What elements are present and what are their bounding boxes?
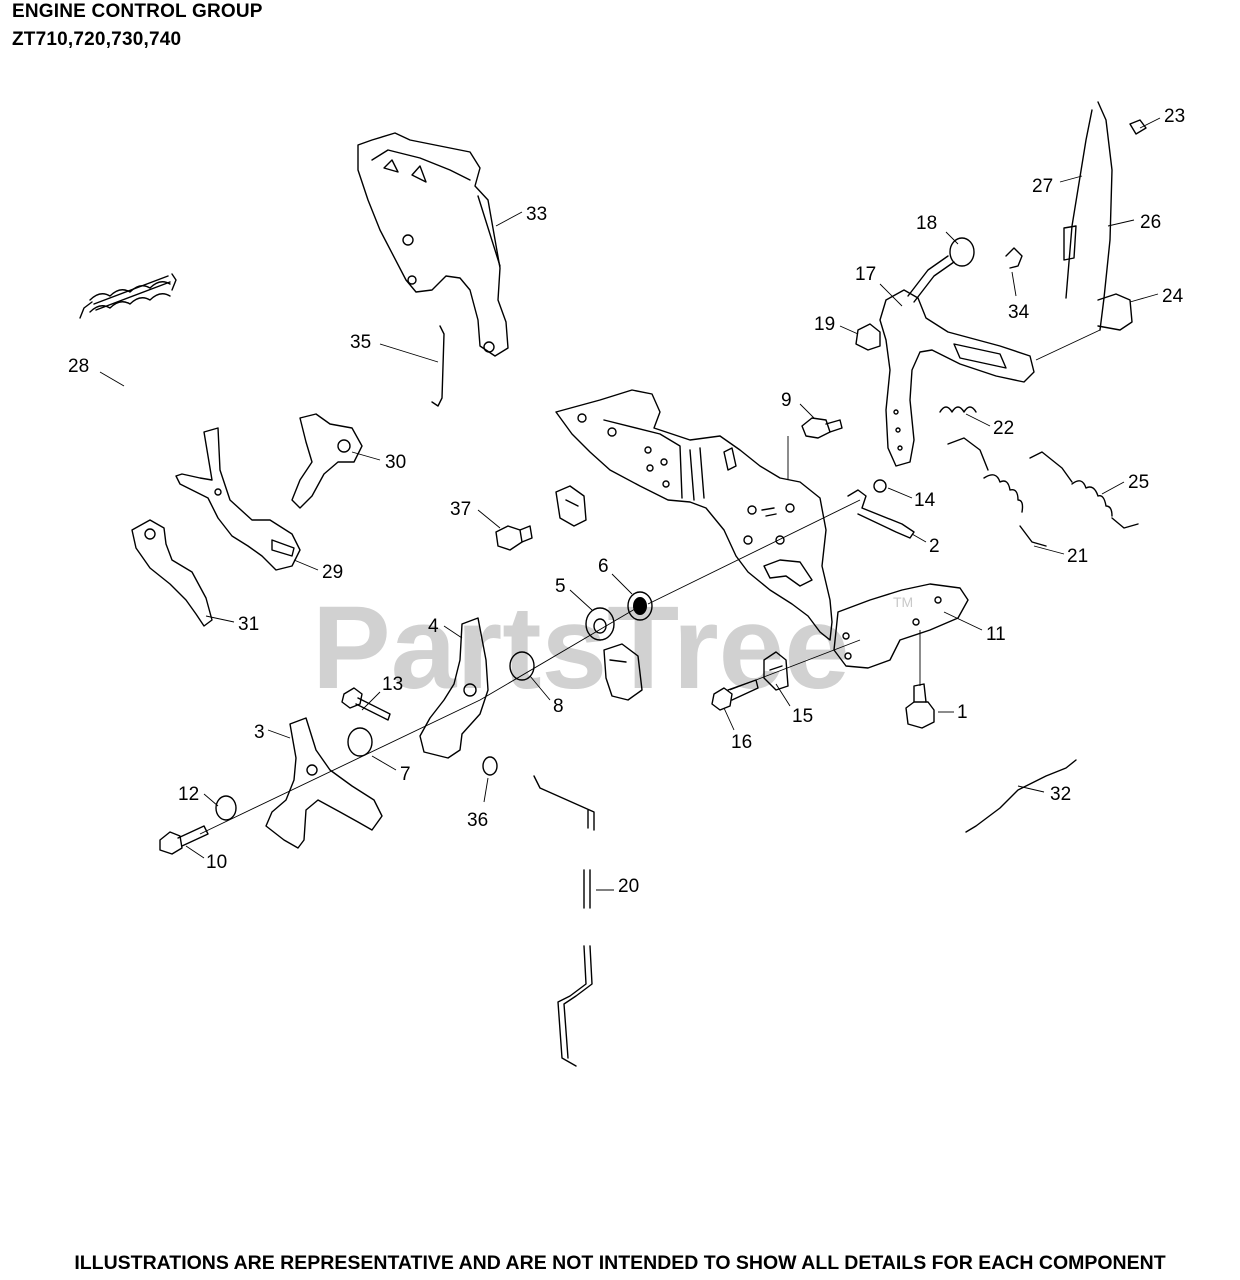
part-31-lever — [131, 519, 213, 627]
callout-35: 35 — [350, 332, 371, 353]
callout-labels: 1 2 3 4 5 6 7 8 9 10 11 12 13 14 15 16 1… — [68, 106, 1185, 897]
callout-12: 12 — [178, 784, 199, 805]
callout-30: 30 — [385, 452, 406, 473]
callout-36: 36 — [467, 810, 488, 831]
part-28-spring — [79, 273, 177, 319]
model-numbers: ZT710,720,730,740 — [12, 29, 182, 50]
part-1-bolt — [905, 683, 935, 729]
part-20-rod — [533, 775, 595, 1067]
rod-connection-line — [1035, 329, 1101, 361]
part-11-plate — [833, 583, 969, 669]
callout-26: 26 — [1140, 212, 1161, 233]
assembly-axis-lower — [729, 639, 861, 691]
part-10-bolt — [159, 825, 209, 855]
part-8-washer — [509, 651, 535, 681]
diagram-title: ENGINE CONTROL GROUP — [12, 1, 263, 22]
part-22-spring — [939, 406, 977, 413]
part-32-rod — [965, 759, 1077, 833]
main-control-plate — [555, 389, 833, 641]
callout-28: 28 — [68, 356, 89, 377]
callout-6: 6 — [598, 556, 609, 577]
callout-16: 16 — [731, 732, 752, 753]
part-15-clip — [763, 651, 789, 691]
callout-9: 9 — [781, 390, 792, 411]
part-30-cam — [291, 413, 363, 509]
part-23-screw — [1129, 119, 1147, 135]
part-25-spring — [1029, 451, 1139, 529]
part-37-nut — [495, 525, 533, 551]
watermark-text: PartsTree — [312, 582, 850, 714]
part-17-throttle-lever — [879, 289, 1035, 467]
part-36-bushing — [482, 756, 498, 776]
callout-4: 4 — [428, 616, 439, 637]
callout-32: 32 — [1050, 784, 1071, 805]
callout-22: 22 — [993, 418, 1014, 439]
callout-1: 1 — [957, 702, 968, 723]
part-26-rod — [1097, 101, 1113, 331]
part-27-cable — [1063, 109, 1093, 299]
part-3-lever — [265, 717, 383, 849]
callout-19: 19 — [814, 314, 835, 335]
part-2-pin — [847, 489, 915, 539]
callout-24: 24 — [1162, 286, 1184, 307]
callout-18: 18 — [916, 213, 937, 234]
part-19-nut — [855, 323, 881, 351]
callout-7: 7 — [400, 764, 411, 785]
callout-3: 3 — [254, 722, 265, 743]
part-34-clip — [1005, 247, 1023, 269]
part-29-lever — [175, 427, 301, 571]
watermark-trademark: TM — [893, 594, 913, 610]
callout-37: 37 — [450, 499, 471, 520]
callout-21: 21 — [1067, 546, 1088, 567]
callout-23: 23 — [1164, 106, 1185, 127]
part-14-washer — [873, 479, 887, 493]
callout-14: 14 — [914, 490, 936, 511]
callout-15: 15 — [792, 706, 813, 727]
part-12-washer — [215, 795, 237, 821]
part-slider-block — [603, 643, 643, 701]
callout-29: 29 — [322, 562, 343, 583]
exploded-parts-diagram: PartsTree TM — [68, 101, 1185, 1067]
part-9-screw — [801, 417, 843, 439]
callout-31: 31 — [238, 614, 259, 635]
callout-13: 13 — [382, 674, 403, 695]
callout-33: 33 — [526, 204, 547, 225]
part-24-clip — [1097, 293, 1133, 331]
callout-34: 34 — [1008, 302, 1030, 323]
part-35-link — [431, 325, 445, 407]
part-clip — [555, 485, 587, 527]
callout-10: 10 — [206, 852, 227, 873]
leader-lines — [99, 117, 1161, 891]
assembly-axis-main — [199, 605, 641, 835]
callout-17: 17 — [855, 264, 876, 285]
part-4-lever — [419, 617, 489, 759]
callout-20: 20 — [618, 876, 639, 897]
callout-5: 5 — [555, 576, 566, 597]
callout-2: 2 — [929, 536, 940, 557]
assembly-axis-upper — [647, 499, 861, 605]
callout-25: 25 — [1128, 472, 1149, 493]
callout-8: 8 — [553, 696, 564, 717]
part-7-washer — [347, 727, 373, 757]
part-18-knob — [907, 237, 975, 303]
part-13-bolt — [341, 687, 391, 721]
callout-27: 27 — [1032, 176, 1053, 197]
callout-11: 11 — [986, 624, 1006, 645]
disclaimer-footer: ILLUSTRATIONS ARE REPRESENTATIVE AND ARE… — [74, 1252, 1166, 1274]
part-21-spring — [947, 437, 1047, 547]
part-33-bracket — [357, 132, 509, 357]
